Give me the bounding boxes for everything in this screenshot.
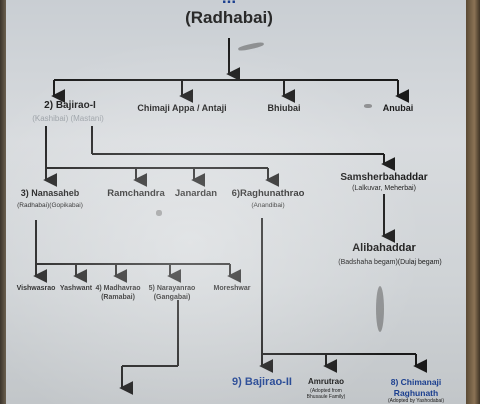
- node-amrutrao-note-2: Bhusaule Family): [306, 394, 346, 400]
- node-ramchandra: Ramchandra: [107, 188, 165, 199]
- node-bajirao-i: 2) Bajirao-I: [44, 100, 96, 111]
- node-samsherbahaddar: Samsherbahaddar: [340, 172, 428, 183]
- node-chimanaji: 8) Chimanaji: [390, 377, 442, 387]
- node-janardan: Janardan: [174, 188, 218, 199]
- node-bajirao-i-wives: (Kashibai) (Mastani): [32, 114, 104, 123]
- node-raghunathrao-wife: (Anandibai): [251, 202, 285, 209]
- header-partial-title: ...: [222, 0, 236, 8]
- node-nanasaheb-wives: (Radhabai)(Gopikabai): [17, 202, 83, 209]
- header-subtitle: (Radhabai): [185, 8, 273, 27]
- family-tree-board: ... (Radhabai) 2) Bajirao-I (Kashibai) (…: [6, 0, 466, 404]
- node-amrutrao-note-1: (Adopted from: [310, 388, 342, 394]
- frame-right: [466, 0, 480, 404]
- node-chimanaji-note: (Adopted by Yashodabai): [388, 398, 444, 404]
- node-samsherbahaddar-wife: (Lalkuvar, Meherbai): [352, 185, 416, 192]
- node-alibahaddar: Alibahaddar: [352, 242, 416, 254]
- node-bajirao-ii: 9) Bajirao-II: [232, 376, 292, 388]
- node-moreshwar: Moreshwar: [213, 285, 251, 292]
- node-alibahaddar-wives: (Badshaha begam)(Dulaj begam): [338, 259, 442, 266]
- node-anubai: Anubai: [382, 103, 414, 113]
- node-raghunathrao: 6)Raghunathrao: [231, 188, 305, 199]
- node-madhavrao: 4) Madhavrao: [95, 285, 141, 292]
- weathering-smudge: [376, 286, 384, 332]
- node-narayanrao-wife: (Gangabai): [153, 294, 191, 301]
- node-vishwasrao: Vishwasrao: [16, 285, 56, 292]
- node-yashwant: Yashwant: [59, 285, 93, 292]
- weathering-smudge: [156, 210, 162, 216]
- weathering-smudge: [364, 104, 372, 108]
- node-chimaji-appa: Chimaji Appa / Antaji: [137, 103, 227, 113]
- frame-left: [0, 0, 6, 404]
- node-bhiubai: Bhiubai: [267, 103, 301, 113]
- node-narayanrao: 5) Narayanrao: [148, 285, 196, 292]
- node-nanasaheb: 3) Nanasaheb: [20, 188, 80, 198]
- connector-lines: [33, 38, 428, 395]
- node-chimanaji-raghunath: Raghunath: [393, 388, 439, 398]
- node-amrutrao: Amrutrao: [307, 377, 345, 386]
- node-madhavrao-wife: (Ramabai): [101, 294, 135, 301]
